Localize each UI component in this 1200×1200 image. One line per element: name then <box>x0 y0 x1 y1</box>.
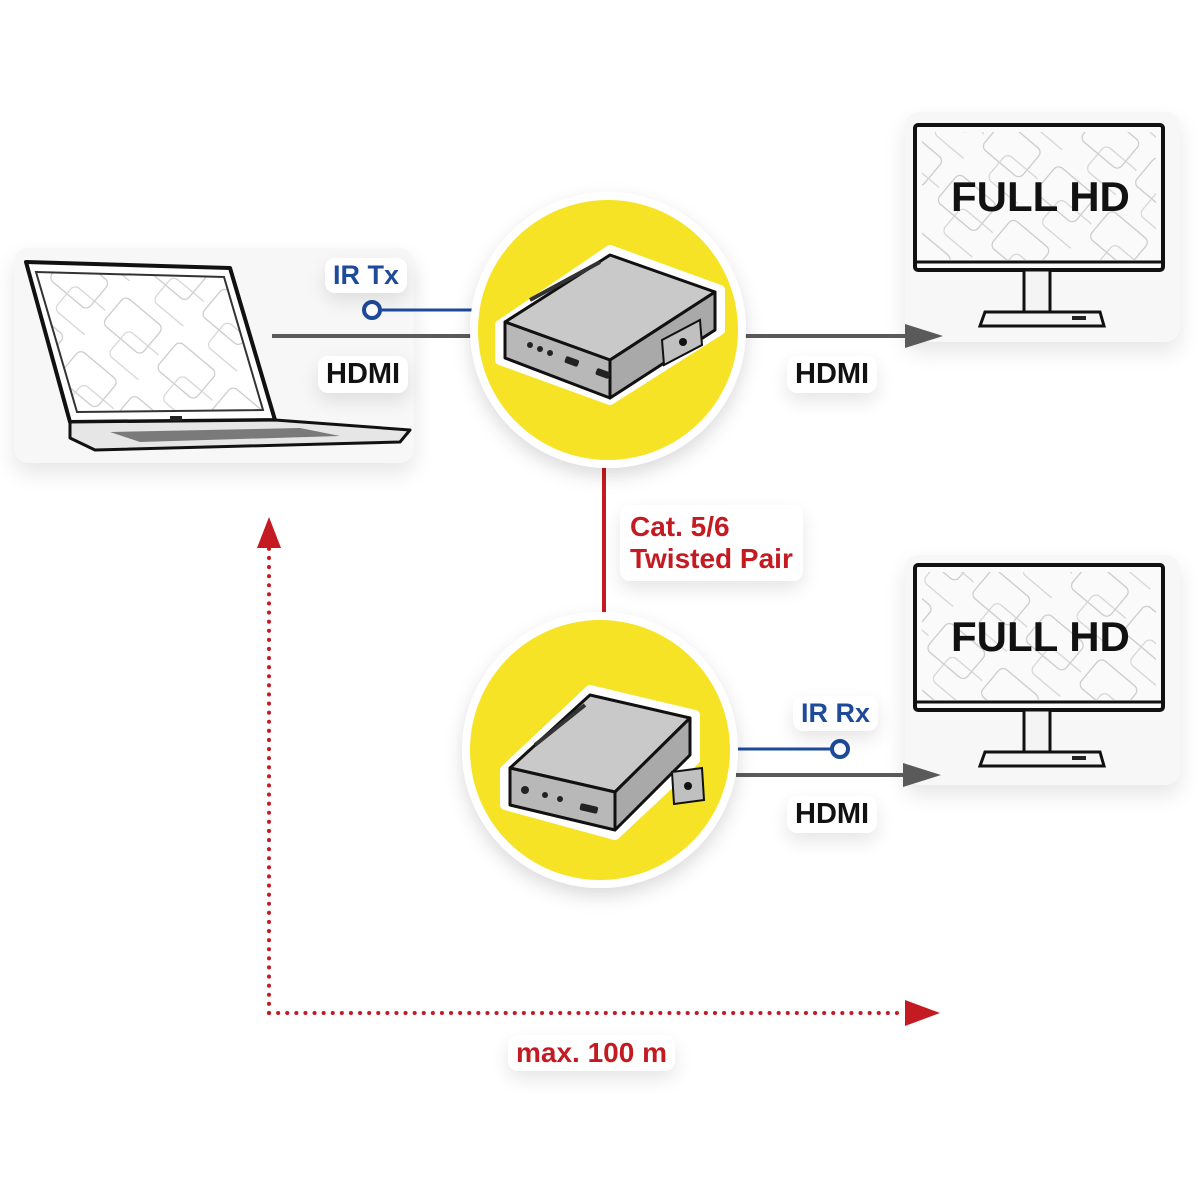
twisted-pair-label-line1: Cat. 5/6 <box>630 511 730 542</box>
distance-arrow-right-icon <box>905 1000 940 1026</box>
extender-box-icon <box>495 245 725 405</box>
ir-tx-endpoint-icon <box>362 300 382 320</box>
hdmi-label-rx-monitor: HDMI <box>787 796 878 833</box>
twisted-pair-label: Cat. 5/6 Twisted Pair <box>620 505 803 581</box>
arrowhead-icon <box>903 763 941 787</box>
hdmi-label-laptop-tx: HDMI <box>318 356 409 393</box>
monitor-bottom-screen-text: FULL HD <box>951 613 1130 660</box>
distance-label: max. 100 m <box>508 1035 675 1071</box>
distance-arrow-up-icon <box>257 517 281 548</box>
hdmi-label-tx-monitor: HDMI <box>787 356 878 393</box>
arrowhead-icon <box>905 324 943 348</box>
ir-rx-label: IR Rx <box>793 696 879 731</box>
monitor-icon <box>913 563 1165 768</box>
extender-box-icon <box>500 685 706 840</box>
twisted-pair-label-line2: Twisted Pair <box>630 543 793 574</box>
laptop-icon <box>24 260 412 452</box>
ir-rx-endpoint-icon <box>830 739 850 759</box>
monitor-top-screen-text: FULL HD <box>951 173 1130 220</box>
monitor-icon <box>913 123 1165 328</box>
ir-tx-label: IR Tx <box>325 258 408 293</box>
